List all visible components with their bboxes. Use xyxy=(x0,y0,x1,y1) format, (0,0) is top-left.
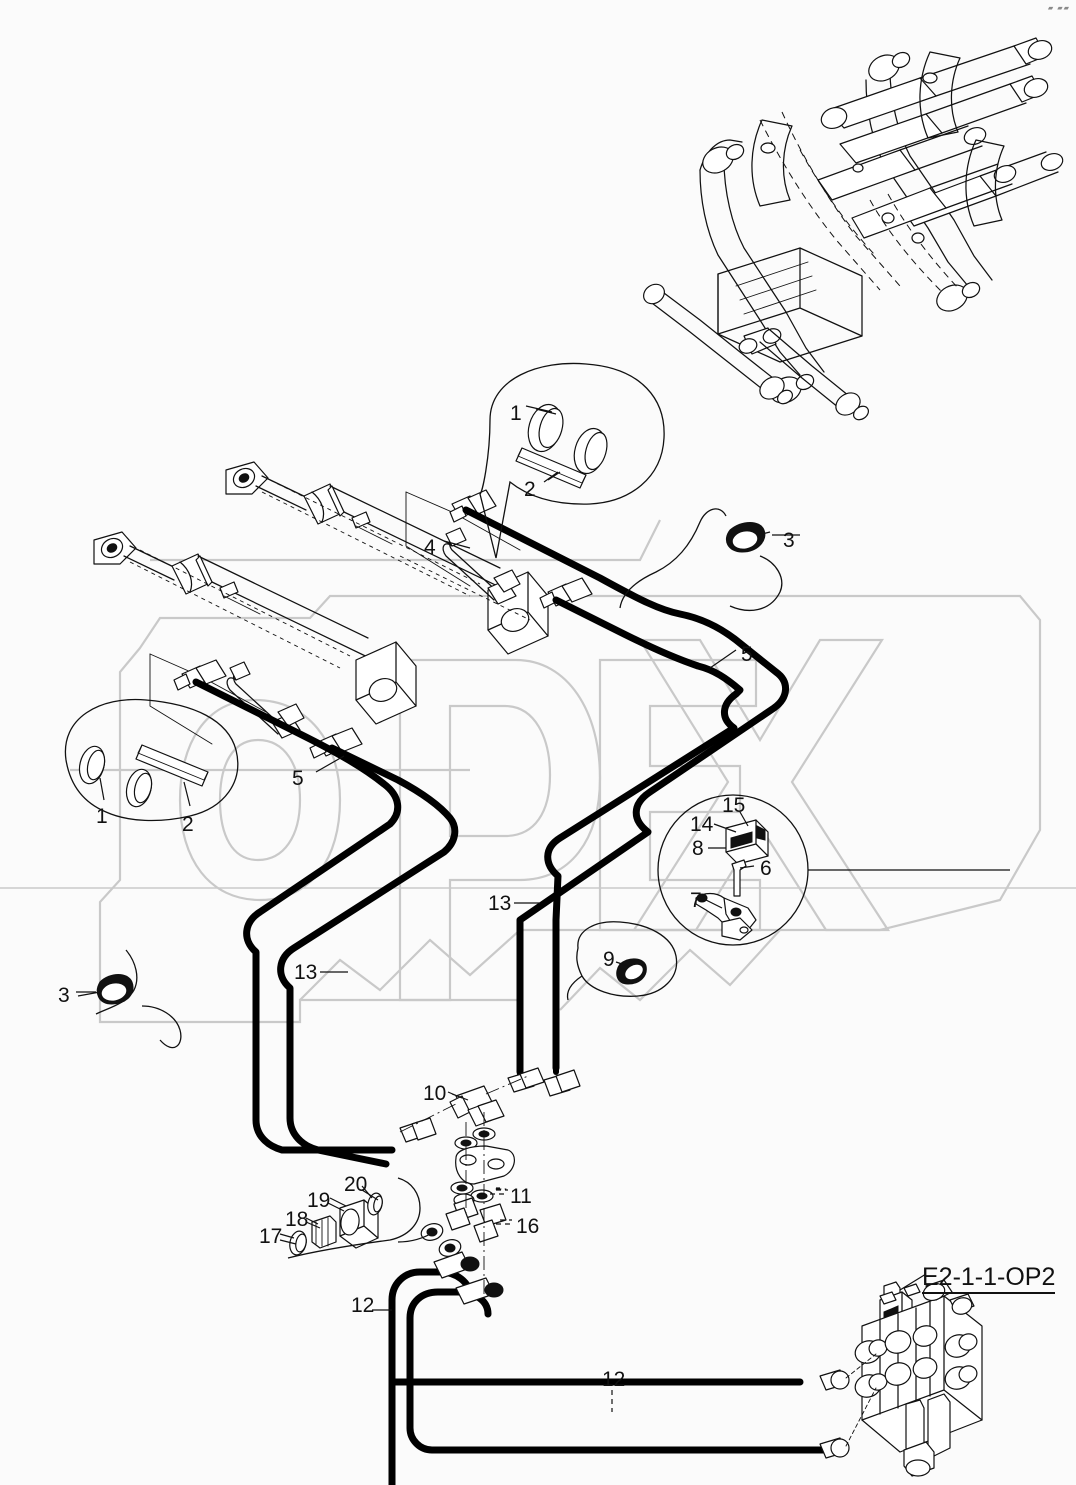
label-leader-lines xyxy=(77,408,800,1412)
hose-5-upper-b xyxy=(544,596,744,1072)
callout-label-5-lower: 5 xyxy=(292,767,304,790)
callout-label-14: 14 xyxy=(690,813,714,836)
callout-label-15: 15 xyxy=(722,794,746,817)
hydraulic-cylinder-lower xyxy=(93,531,417,725)
callout-label-4: 4 xyxy=(424,536,436,559)
callout-label-18: 18 xyxy=(285,1208,309,1231)
callout-label-2-left: 2 xyxy=(182,813,194,836)
callout-label-17: 17 xyxy=(259,1225,283,1248)
callout-label-16: 16 xyxy=(516,1215,540,1238)
control-valve-block xyxy=(819,1273,983,1477)
adapter-group-17-20 xyxy=(279,1177,435,1259)
callout-label-8: 8 xyxy=(692,837,704,860)
callout-label-3-top: 3 xyxy=(783,529,795,552)
callout-label-1-left: 1 xyxy=(96,805,108,828)
callout-label-6: 6 xyxy=(760,857,772,880)
callout-label-13-middle: 13 xyxy=(488,892,512,915)
hydraulic-cylinder-upper xyxy=(225,461,549,655)
callout-bubble-top-1-2 xyxy=(479,362,665,559)
callout-label-5-upper: 5 xyxy=(741,643,753,666)
hose-13-b xyxy=(277,744,459,1168)
hose-5-upper xyxy=(462,506,789,1076)
corner-mark: ▰ ▰▰ xyxy=(1047,5,1070,12)
callout-label-2-top: 2 xyxy=(524,478,536,501)
callout-label-11: 11 xyxy=(510,1185,532,1208)
fitting-cluster-center xyxy=(399,1067,581,1305)
u-tube-upper-part4 xyxy=(442,527,521,605)
callout-bubble-3-left xyxy=(76,949,182,1049)
callout-label-9: 9 xyxy=(603,948,615,971)
callout-bubble-9 xyxy=(566,921,678,1001)
callout-label-10: 10 xyxy=(423,1082,447,1105)
callout-bubble-left-1-2 xyxy=(64,698,239,822)
callout-bubble-3-top xyxy=(619,508,783,612)
callout-label-1-top: 1 xyxy=(510,402,522,425)
loader-arm-assembly xyxy=(643,37,1064,421)
callout-label-7: 7 xyxy=(690,889,702,912)
callout-label-13-left: 13 xyxy=(294,961,318,984)
valve-reference-label: E2-1-1-OP2 xyxy=(922,1265,1056,1294)
callout-label-12-upper: 12 xyxy=(351,1294,375,1317)
exploded-construction-lines xyxy=(129,479,531,753)
hose-12-upper xyxy=(388,1268,474,1485)
callout-label-20: 20 xyxy=(344,1173,368,1196)
callout-label-19: 19 xyxy=(307,1189,331,1212)
watermark-guides xyxy=(0,519,1076,889)
hose-13-a xyxy=(192,678,402,1154)
hose-end-fittings-lower xyxy=(173,659,363,759)
callout-label-12-lower: 12 xyxy=(602,1368,626,1391)
callout-circle-clamp-assembly xyxy=(657,794,1010,946)
callout-label-3-left: 3 xyxy=(58,984,70,1007)
